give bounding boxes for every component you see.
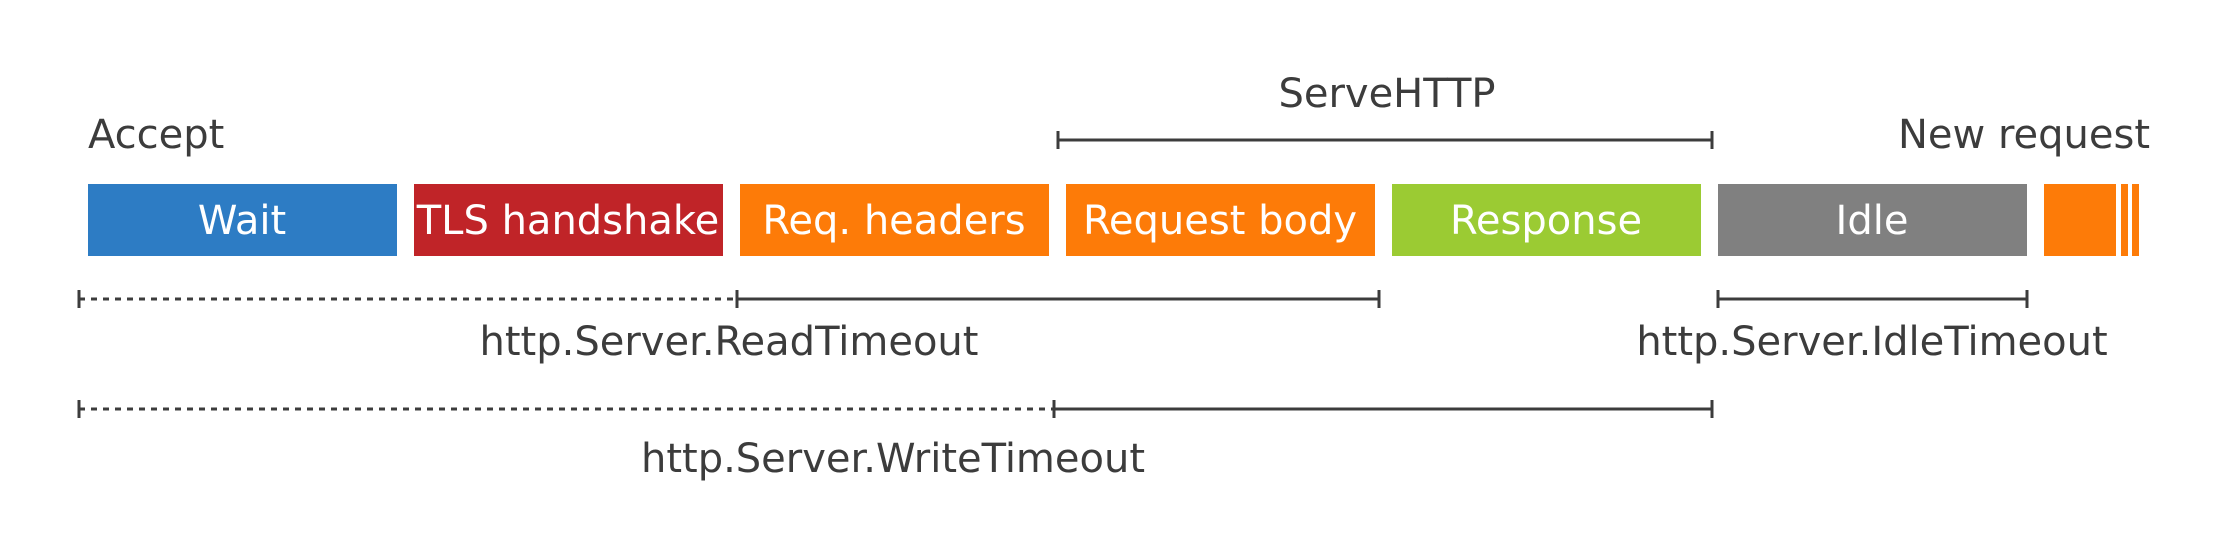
next-request-bar-1	[2044, 184, 2116, 256]
segment-tls-handshake-label: TLS handshake	[416, 198, 719, 244]
idle-timeout-label: http.Server.IdleTimeout	[1636, 319, 2107, 365]
idle-timeout-bracket	[1716, 290, 2029, 308]
next-request-bar-3	[2132, 184, 2139, 256]
serve-http-label: ServeHTTP	[1278, 71, 1495, 117]
segment-response-bar	[1392, 184, 1701, 256]
segment-request-body-bar	[1066, 184, 1375, 256]
next-request-stub	[2044, 184, 2139, 256]
segment-request-body-label: Request body	[1083, 198, 1357, 244]
segment-tls-handshake: TLS handshake	[414, 184, 723, 256]
segment-idle-bar	[1718, 184, 2027, 256]
segment-request-body: Request body	[1066, 184, 1375, 256]
read-timeout-bracket	[77, 290, 1381, 308]
write-timeout-bracket	[77, 400, 1714, 418]
serve-http-bracket	[1056, 131, 1714, 149]
segment-idle: Idle	[1718, 184, 2027, 256]
segment-wait-bar	[88, 184, 397, 256]
segment-response: Response	[1392, 184, 1701, 256]
new-request-label: New request	[1898, 112, 2150, 158]
segment-response-label: Response	[1450, 198, 1642, 244]
write-timeout-label: http.Server.WriteTimeout	[641, 436, 1145, 482]
segment-req-headers-label: Req. headers	[762, 198, 1025, 244]
segment-idle-label: Idle	[1836, 198, 1909, 244]
segment-tls-handshake-bar	[414, 184, 723, 256]
read-timeout-label: http.Server.ReadTimeout	[480, 319, 979, 365]
segment-req-headers-bar	[740, 184, 1049, 256]
segment-wait-label: Wait	[198, 198, 286, 244]
next-request-bar-2	[2121, 184, 2128, 256]
segment-wait: Wait	[88, 184, 397, 256]
accept-label: Accept	[88, 112, 224, 158]
segment-req-headers: Req. headers	[740, 184, 1049, 256]
